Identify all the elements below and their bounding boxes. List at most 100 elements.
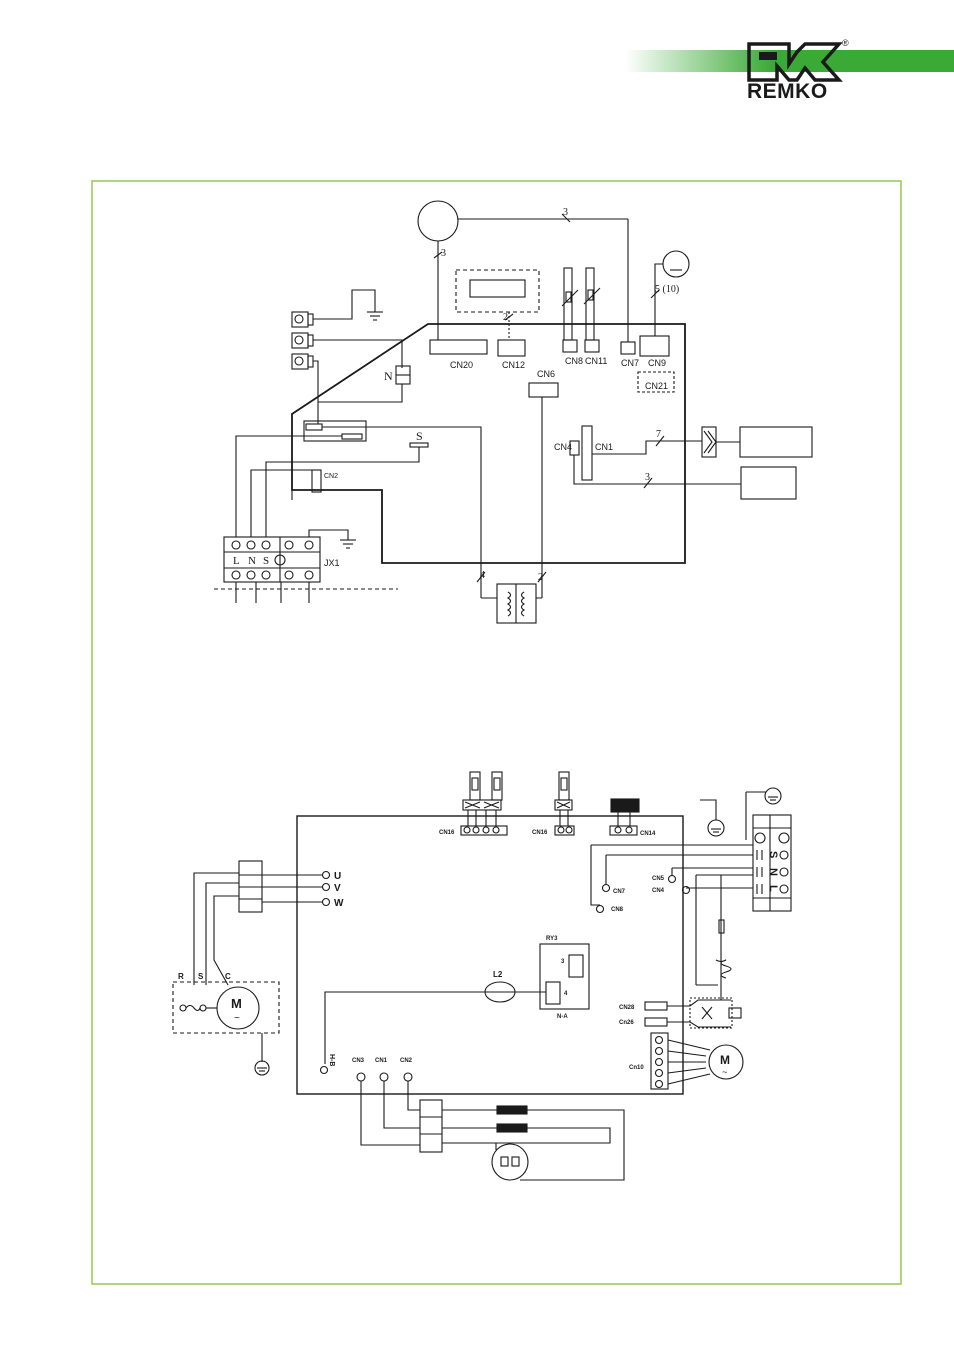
wire-count-2-bottom: 2 bbox=[538, 572, 543, 583]
svg-text:CN7: CN7 bbox=[621, 358, 639, 368]
outdoor-pcb-outline bbox=[296, 815, 684, 1095]
connector-cn21 bbox=[637, 371, 675, 393]
connector-cn6 bbox=[528, 382, 559, 398]
phase-v: V bbox=[334, 883, 341, 894]
svg-text:3: 3 bbox=[561, 959, 565, 965]
svg-text:CN7: CN7 bbox=[613, 889, 626, 895]
svg-text:CN4: CN4 bbox=[554, 442, 572, 452]
wire-count-3-right: 3 bbox=[645, 472, 650, 483]
svg-text:CN2: CN2 bbox=[324, 473, 338, 480]
svg-text:M: M bbox=[720, 1053, 730, 1067]
svg-text:CN2: CN2 bbox=[400, 1058, 413, 1064]
svg-text:CN8: CN8 bbox=[611, 907, 624, 913]
wire-count-2: 2 bbox=[503, 312, 508, 323]
svg-text:S: S bbox=[767, 851, 779, 858]
svg-text:N: N bbox=[767, 868, 779, 876]
display-board bbox=[455, 269, 540, 313]
swing-motor bbox=[662, 250, 690, 278]
terminal-jx1: L N S bbox=[223, 536, 321, 583]
svg-text:CN28: CN28 bbox=[619, 1005, 635, 1011]
remote-receiver-box bbox=[739, 426, 813, 458]
phase-u: U bbox=[334, 871, 341, 882]
svg-text:CN4: CN4 bbox=[652, 888, 665, 894]
svg-text:L: L bbox=[233, 555, 240, 567]
svg-text:CN21: CN21 bbox=[645, 381, 668, 391]
pin-cn3 bbox=[356, 1072, 366, 1082]
connector-cn26 bbox=[644, 1017, 668, 1027]
wire-count-7: 7 bbox=[656, 429, 661, 440]
connector-cn11 bbox=[584, 339, 600, 353]
wire-count-3-top: 3 bbox=[563, 207, 568, 218]
svg-text:CN14: CN14 bbox=[640, 831, 656, 837]
svg-text:Cn26: Cn26 bbox=[619, 1020, 634, 1026]
indoor-capacitors bbox=[291, 311, 314, 370]
svg-text:CN6: CN6 bbox=[537, 369, 555, 379]
svg-text:CN11: CN11 bbox=[585, 356, 607, 366]
connector-cn2 bbox=[311, 469, 322, 493]
svg-text:S: S bbox=[263, 555, 269, 567]
svg-text:~: ~ bbox=[234, 1013, 240, 1024]
connector-cn14 bbox=[609, 825, 638, 836]
connector-cn12 bbox=[497, 339, 526, 357]
pin-cn4 bbox=[681, 885, 691, 895]
remko-logo bbox=[747, 42, 843, 82]
outdoor-fan-motor bbox=[708, 1044, 744, 1080]
pfc-connector bbox=[419, 1099, 443, 1153]
pin-cn2 bbox=[403, 1072, 413, 1082]
svg-text:CN8: CN8 bbox=[565, 356, 583, 366]
pin-cn1 bbox=[379, 1072, 389, 1082]
wifi-module-box bbox=[740, 466, 797, 500]
svg-text:L2: L2 bbox=[493, 970, 503, 979]
svg-text:4: 4 bbox=[564, 991, 568, 997]
connector-cn10 bbox=[650, 1032, 669, 1090]
svg-text:CN5: CN5 bbox=[652, 876, 665, 882]
pin-cn8 bbox=[595, 904, 605, 914]
outdoor-wiring-diagram: CN16 CN16 CN14 S N L bbox=[172, 771, 792, 1181]
connector-cn1 bbox=[581, 425, 593, 481]
svg-text:C: C bbox=[225, 972, 231, 981]
pin-cn7 bbox=[601, 883, 611, 893]
svg-text:CN9: CN9 bbox=[648, 358, 666, 368]
connector-cn8 bbox=[562, 339, 578, 353]
label-n: N bbox=[384, 369, 393, 383]
wire-count-5: 5 (10) bbox=[655, 284, 679, 295]
svg-text:S: S bbox=[198, 972, 204, 981]
connector-cn7 bbox=[620, 341, 636, 355]
svg-text:CN16: CN16 bbox=[439, 830, 455, 836]
svg-text:CN20: CN20 bbox=[450, 360, 473, 370]
svg-text:~: ~ bbox=[722, 1067, 727, 1077]
relay-ry3 bbox=[539, 943, 590, 1010]
compressor-box bbox=[172, 981, 280, 1034]
indoor-fan-motor bbox=[417, 200, 459, 242]
phase-w: W bbox=[334, 898, 344, 909]
svg-text:CN16: CN16 bbox=[532, 830, 548, 836]
svg-text:CN12: CN12 bbox=[502, 360, 525, 370]
outdoor-terminal-block: S N L bbox=[752, 814, 792, 912]
wire-count-4: 4 bbox=[480, 570, 485, 581]
registered-mark: ® bbox=[842, 38, 849, 48]
label-jx1: JX1 bbox=[324, 558, 340, 568]
svg-text:Cn10: Cn10 bbox=[629, 1065, 644, 1071]
page-frame bbox=[91, 180, 902, 1285]
label-s: S bbox=[416, 429, 423, 443]
indoor-wiring-diagram: 3 3 2 CN20 CN12 CN8 CN11 CN7 CN9 5 bbox=[214, 200, 813, 624]
capacitor-dual bbox=[491, 1143, 529, 1181]
connector-cn28 bbox=[644, 1001, 668, 1011]
svg-text:N: N bbox=[248, 555, 256, 567]
svg-text:L: L bbox=[767, 885, 779, 892]
svg-text:M: M bbox=[231, 996, 242, 1011]
connector-cn9 bbox=[639, 335, 670, 357]
relay-box bbox=[303, 420, 367, 442]
label-hb: H-B bbox=[328, 1054, 335, 1066]
outdoor-sensors bbox=[460, 771, 575, 836]
connector-cn20 bbox=[429, 339, 488, 355]
svg-text:CN3: CN3 bbox=[352, 1058, 365, 1064]
svg-text:N-A: N-A bbox=[557, 1014, 568, 1020]
svg-text:CN1: CN1 bbox=[595, 442, 613, 452]
svg-text:R: R bbox=[178, 972, 184, 981]
wire-count-3-left: 3 bbox=[441, 248, 446, 259]
logo-wordmark: REMKO bbox=[747, 80, 828, 103]
pin-cn5 bbox=[667, 874, 677, 884]
svg-text:RY3: RY3 bbox=[546, 936, 558, 942]
svg-text:CN1: CN1 bbox=[375, 1058, 388, 1064]
